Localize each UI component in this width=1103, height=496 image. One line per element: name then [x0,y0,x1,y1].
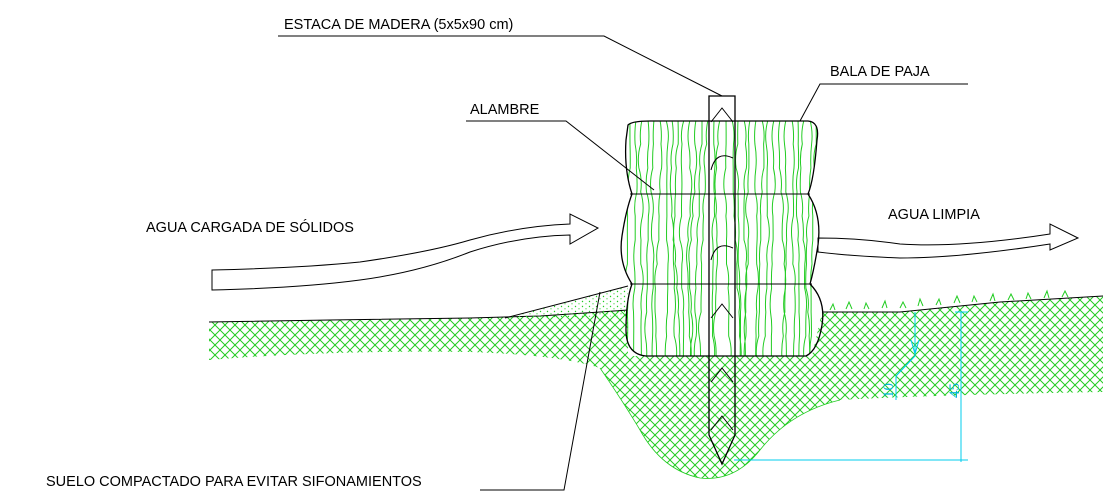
straw-strand [698,121,709,356]
dirty-water-arrow [211,213,600,291]
straw-strand [783,121,789,356]
straw-strand [664,121,669,356]
straw-strand [669,121,681,356]
straw-strand [654,121,663,356]
straw-strand [809,121,817,356]
straw-strand [790,121,796,356]
straw-texture [624,121,817,356]
dimension-10: 10 [881,383,897,398]
straw-strand [711,121,721,356]
straw-strand [644,121,650,356]
straw-strand [743,121,751,356]
straw-strand [672,121,679,356]
straw-strand [678,121,685,356]
label-clean-water: AGUA LIMPIA [888,207,980,223]
label-soil: SUELO COMPACTADO PARA EVITAR SIFONAMIENT… [46,474,422,490]
clean-water-arrow [817,223,1080,259]
wooden-stake [708,95,736,466]
label-dirty-water: AGUA CARGADA DE SÓLIDOS [146,219,354,236]
label-wire: ALAMBRE [470,102,540,118]
dimension-45: 45 [947,383,963,398]
straw-strand [624,121,631,356]
label-stake: ESTACA DE MADERA (5x5x90 cm) [284,17,513,33]
straw-strand [693,121,703,356]
sediment-wedge [504,285,629,319]
straw-strand [632,121,638,356]
straw-strand [795,121,801,356]
straw-strand [754,121,759,356]
dimension-lines: 10 45 [734,311,968,462]
straw-strand [755,121,765,356]
straw-strand [686,121,693,356]
straw-strand [769,121,776,356]
straw-strand [731,121,742,356]
straw-bale [620,120,824,357]
straw-strand [637,121,644,356]
straw-strand [735,121,742,356]
straw-strand [650,121,655,356]
straw-strand [799,121,808,356]
label-bale: BALA DE PAJA [830,64,930,80]
straw-strand [743,121,748,356]
straw-strand [723,121,732,356]
straw-strand [778,121,787,356]
leader-lines [278,35,968,491]
straw-strand [713,121,718,356]
straw-strand [762,121,770,356]
straw-strand [688,121,698,356]
straw-strand [805,121,813,356]
